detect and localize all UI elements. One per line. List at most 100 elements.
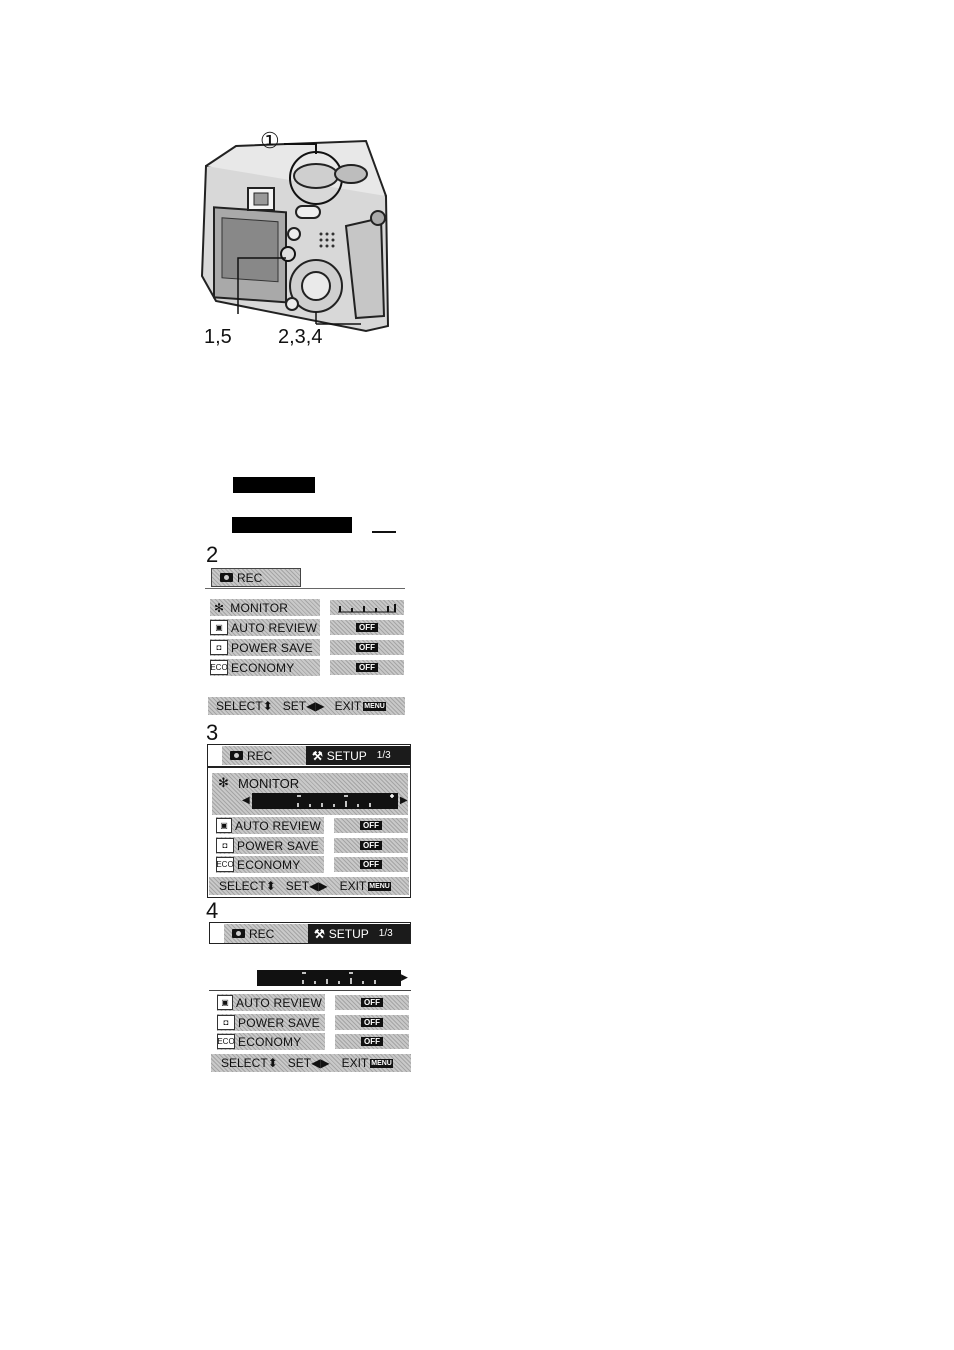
page-indicator: 1/3 bbox=[376, 750, 391, 761]
tab-rec[interactable]: REC bbox=[211, 568, 301, 587]
menu-screen-step2: REC ✻ MONITOR ▣ AUTO REVIEW OFF ◘ POWER … bbox=[205, 566, 405, 718]
divider bbox=[208, 766, 410, 768]
menu-button-icon: MENU bbox=[368, 881, 391, 891]
menu-item-economy[interactable]: ECO ECONOMY bbox=[210, 659, 320, 676]
menu-screen-step3: REC ⚒ SETUP 1/3 ✻ MONITOR ◀ ▶ ▣ AUTO REV… bbox=[207, 744, 411, 898]
brightness-scale bbox=[297, 794, 394, 807]
select-hint: SELECT bbox=[216, 699, 263, 713]
tab-rec[interactable]: REC bbox=[222, 746, 307, 765]
tab-rec-label: REC bbox=[247, 748, 273, 763]
menu-item-power-save[interactable]: ◘ POWER SAVE bbox=[216, 837, 324, 854]
power-save-value: OFF bbox=[330, 640, 404, 655]
set-hint: SET bbox=[282, 699, 307, 713]
eco-icon: ECO bbox=[210, 660, 228, 675]
value-off: OFF bbox=[360, 841, 382, 850]
wrench-icon: ⚒ bbox=[314, 926, 325, 941]
divider bbox=[205, 588, 405, 589]
set-hint: SET bbox=[285, 879, 310, 893]
menu-item-auto-review[interactable]: ▣ AUTO REVIEW bbox=[216, 817, 324, 834]
menu-item-monitor-expanded[interactable]: ✻ MONITOR ◀ ▶ bbox=[212, 773, 408, 815]
tab-rec-label: REC bbox=[249, 926, 275, 941]
select-hint: SELECT bbox=[221, 1056, 268, 1070]
camera-icon bbox=[232, 929, 245, 938]
menu-item-power-save[interactable]: ◘ POWER SAVE bbox=[217, 1014, 325, 1031]
monitor-level-indicator bbox=[330, 600, 404, 615]
callout-label-right: 2,3,4 bbox=[278, 326, 323, 348]
menu-item-label: ECONOMY bbox=[237, 857, 301, 872]
menu-help-bar: SELECT⬍ SET◀▶ EXIT MENU bbox=[208, 697, 405, 715]
select-hint: SELECT bbox=[219, 879, 266, 893]
value-off: OFF bbox=[360, 860, 382, 869]
value-off: OFF bbox=[360, 821, 382, 830]
auto-review-icon: ▣ bbox=[217, 995, 233, 1010]
monitor-brightness-slider[interactable] bbox=[252, 793, 398, 809]
auto-review-icon: ▣ bbox=[216, 818, 232, 833]
economy-value: OFF bbox=[330, 660, 404, 675]
auto-review-icon: ▣ bbox=[210, 620, 228, 635]
tab-bar-step4: REC ⚒ SETUP 1/3 bbox=[209, 922, 411, 944]
menu-item-power-save[interactable]: ◘ POWER SAVE bbox=[210, 639, 320, 656]
value-off: OFF bbox=[361, 1018, 383, 1027]
brightness-scale bbox=[302, 972, 376, 984]
sun-icon: ✻ bbox=[218, 775, 229, 790]
menu-item-label: POWER SAVE bbox=[231, 640, 313, 655]
updown-arrow-icon: ⬍ bbox=[267, 1056, 278, 1070]
arrow-right-icon[interactable]: ▶ bbox=[400, 795, 408, 806]
eco-icon: ECO bbox=[217, 1034, 235, 1049]
camera-drawing bbox=[200, 139, 390, 333]
menu-item-label: POWER SAVE bbox=[237, 838, 319, 853]
camera-illustration: ① 1,5 2,3,4 bbox=[196, 126, 396, 356]
power-save-value: OFF bbox=[335, 1015, 409, 1030]
menu-item-label: POWER SAVE bbox=[238, 1015, 320, 1030]
auto-review-value: OFF bbox=[334, 818, 408, 833]
leftright-arrow-icon: ◀▶ bbox=[309, 879, 328, 893]
redacted-bar bbox=[233, 477, 315, 493]
menu-item-economy[interactable]: ECO ECONOMY bbox=[216, 856, 324, 873]
menu-button-icon: MENU bbox=[370, 1058, 393, 1068]
arrow-right-icon[interactable]: ▶ bbox=[401, 972, 408, 982]
divider bbox=[372, 531, 396, 533]
menu-item-label: ECONOMY bbox=[231, 660, 295, 675]
updown-arrow-icon: ⬍ bbox=[262, 699, 273, 713]
camera-icon bbox=[230, 751, 243, 760]
value-off: OFF bbox=[356, 663, 378, 672]
wrench-icon: ⚒ bbox=[312, 748, 323, 763]
tab-setup[interactable]: ⚒ SETUP 1/3 bbox=[306, 746, 410, 765]
power-save-icon: ◘ bbox=[217, 1015, 235, 1030]
exit-hint: EXIT bbox=[334, 699, 362, 713]
step-number: 3 bbox=[206, 720, 219, 745]
sun-icon: ✻ bbox=[214, 600, 225, 615]
redacted-bar bbox=[232, 517, 352, 533]
leftright-arrow-icon: ◀▶ bbox=[306, 699, 325, 713]
page-indicator: 1/3 bbox=[378, 928, 393, 939]
divider bbox=[209, 990, 411, 991]
menu-item-economy[interactable]: ECO ECONOMY bbox=[217, 1033, 325, 1050]
exit-hint: EXIT bbox=[341, 1056, 369, 1070]
menu-item-label: MONITOR bbox=[230, 600, 289, 615]
menu-button-icon: MENU bbox=[363, 701, 386, 711]
leftright-arrow-icon: ◀▶ bbox=[311, 1056, 330, 1070]
tab-setup[interactable]: ⚒ SETUP 1/3 bbox=[308, 924, 410, 943]
step-number: 4 bbox=[206, 898, 219, 923]
auto-review-value: OFF bbox=[330, 620, 404, 635]
eco-icon: ECO bbox=[216, 857, 234, 872]
menu-item-label: AUTO REVIEW bbox=[235, 818, 321, 833]
tab-rec[interactable]: REC bbox=[224, 924, 309, 943]
tab-rec-label: REC bbox=[237, 570, 263, 585]
menu-item-monitor[interactable]: ✻ MONITOR bbox=[210, 599, 320, 616]
menu-item-label: MONITOR bbox=[238, 776, 300, 791]
menu-help-bar: SELECT⬍ SET◀▶ EXIT MENU bbox=[209, 877, 409, 895]
menu-item-label: AUTO REVIEW bbox=[231, 620, 317, 635]
menu-item-label: ECONOMY bbox=[238, 1034, 302, 1049]
power-save-icon: ◘ bbox=[216, 838, 234, 853]
menu-item-auto-review[interactable]: ▣ AUTO REVIEW bbox=[210, 619, 320, 636]
economy-value: OFF bbox=[335, 1034, 409, 1049]
value-off: OFF bbox=[361, 998, 383, 1007]
menu-item-auto-review[interactable]: ▣ AUTO REVIEW bbox=[217, 994, 325, 1011]
camera-icon bbox=[220, 573, 233, 582]
tab-setup-label: SETUP bbox=[326, 748, 367, 763]
economy-value: OFF bbox=[334, 857, 408, 872]
power-save-value: OFF bbox=[334, 838, 408, 853]
monitor-brightness-slider[interactable] bbox=[257, 970, 401, 986]
arrow-left-icon[interactable]: ◀ bbox=[242, 795, 250, 806]
